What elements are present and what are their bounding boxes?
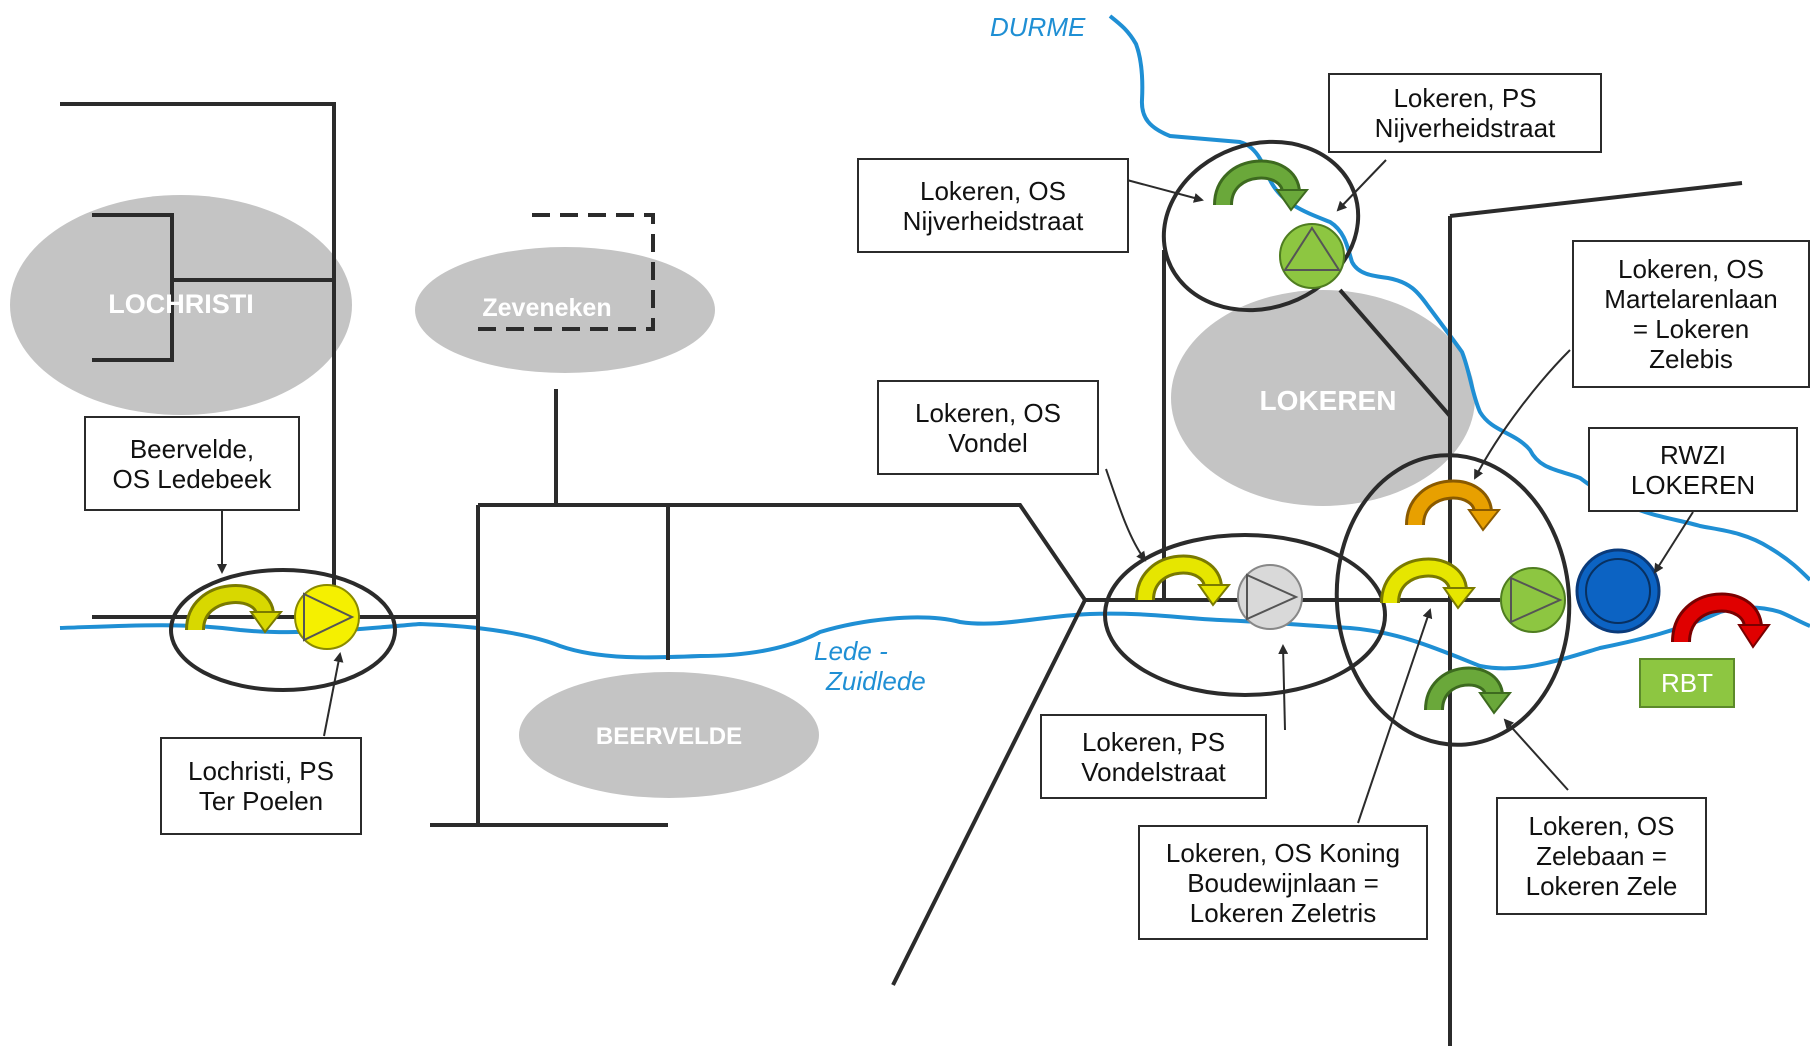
lokeren-area-label: LOKEREN [1260, 385, 1397, 416]
beervelde-area-label: BEERVELDE [596, 723, 742, 750]
label-line: Beervelde, [129, 433, 255, 464]
label-line: Lokeren, OS Koning [1165, 837, 1401, 868]
label-beervelde-os-ledebeek: Beervelde, OS Ledebeek [84, 416, 300, 511]
label-line: Ter Poelen [198, 786, 324, 816]
label-line: Boudewijnlaan = [1187, 867, 1379, 898]
zele-station-group [1334, 453, 1572, 747]
beervelde-area [519, 672, 819, 798]
label-line: Lokeren, OS [915, 397, 1061, 428]
overflow-rbt-icon [1671, 592, 1771, 649]
label-rwzi-lokeren: RWZI LOKEREN [1588, 427, 1798, 512]
lochristi-area-label: LOCHRISTI [108, 289, 254, 319]
lede-zuidlede-label-line1: Lede - [814, 636, 888, 666]
label-lokeren-os-nijverheidstraat: Lokeren, OS Nijverheidstraat [857, 158, 1129, 253]
label-line: Lokeren, OS [920, 175, 1066, 206]
rwzi-lokeren-icon [1575, 548, 1661, 634]
overflow-koning-boudewijnlaan-icon [1380, 557, 1477, 610]
label-lokeren-ps-vondelstraat: Lokeren, PS Vondelstraat [1040, 714, 1267, 799]
station-group-outlines [169, 139, 1572, 747]
overflow-ledebeek-icon [185, 584, 284, 634]
durme-river-label: DURME [990, 12, 1086, 42]
label-line: Nijverheidstraat [1374, 113, 1556, 143]
label-line: Nijverheidstraat [902, 205, 1084, 236]
lokeren-area [1171, 290, 1475, 506]
label-line: RWZI [1660, 439, 1726, 470]
overflow-vondel-icon [1135, 554, 1232, 607]
label-line: = Lokeren [1632, 314, 1750, 344]
pump-nijverheidstraat-icon [1279, 223, 1345, 289]
label-line: LOKEREN [1630, 469, 1756, 500]
label-line: Vondelstraat [1081, 756, 1226, 787]
overflow-nijverheidstraat-icon [1213, 159, 1310, 212]
zeveneken-area-label: Zeveneken [482, 294, 611, 322]
overflow-zelebaan-icon [1424, 666, 1513, 715]
label-line: Lokeren, PS [1081, 726, 1226, 757]
pump-ter-poelen-icon [294, 584, 360, 650]
pump-zele-icon [1500, 567, 1566, 633]
zeveneken-area [415, 247, 715, 373]
label-line: Zelebaan = [1536, 841, 1667, 871]
lochristi-station-group [169, 568, 397, 692]
callout-arrows [217, 159, 1694, 824]
label-line: Lokeren, OS [1618, 254, 1764, 284]
vondel-station-group [1103, 533, 1387, 697]
label-lokeren-os-koning-boudewijnlaan: Lokeren, OS Koning Boudewijnlaan = Loker… [1138, 825, 1428, 940]
zeveneken-planned-line [478, 213, 655, 331]
label-line: Lochristi, PS [188, 756, 334, 786]
lede-zuidlede-river [59, 605, 1810, 671]
label-line: Martelarenlaan [1604, 284, 1778, 314]
lede-zuidlede-label-line2: Zuidlede [825, 666, 926, 696]
label-line: Zelebis [1649, 344, 1733, 374]
label-lokeren-os-martelarenlaan: Lokeren, OS Martelarenlaan = Lokeren Zel… [1572, 240, 1810, 388]
label-line: Lokeren, OS [1528, 811, 1675, 841]
label-line: Lokeren Zele [1525, 871, 1678, 901]
label-line: Lokeren Zeletris [1189, 897, 1377, 928]
label-lokeren-ps-nijverheidstraat: Lokeren, PS Nijverheidstraat [1328, 73, 1602, 153]
overflow-martelarenlaan-icon [1405, 479, 1502, 532]
label-line: Lokeren, PS [1393, 83, 1537, 113]
label-line: OS Ledebeek [112, 463, 272, 494]
label-lokeren-os-zelebaan: Lokeren, OS Zelebaan = Lokeren Zele [1496, 797, 1707, 915]
label-line: Vondel [948, 427, 1028, 458]
label-lokeren-os-vondel: Lokeren, OS Vondel [877, 380, 1099, 475]
label-lochristi-ps-ter-poelen: Lochristi, PS Ter Poelen [160, 737, 362, 835]
pump-vondelstraat-icon [1237, 564, 1303, 630]
rbt-badge: RBT [1639, 658, 1735, 708]
durme-river [1108, 14, 1810, 582]
